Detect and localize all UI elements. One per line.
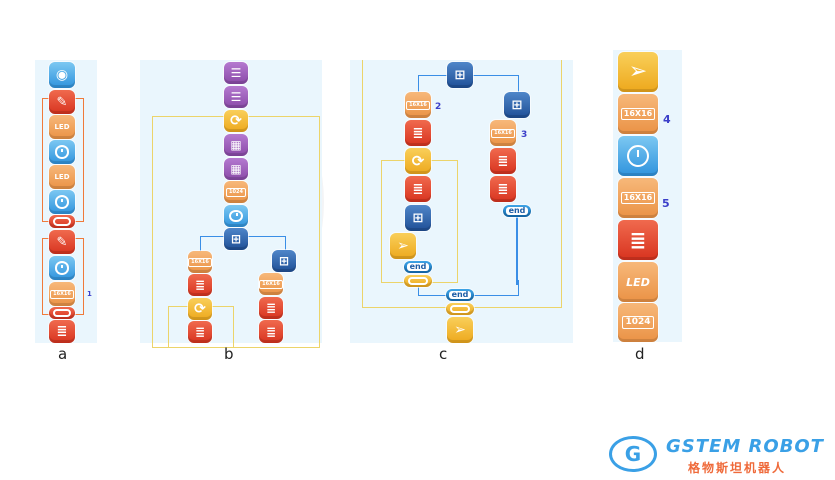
- matrix-block[interactable]: 16X16: [49, 282, 75, 306]
- note-block[interactable]: ✎: [49, 230, 75, 254]
- matrix-block[interactable]: 16X16: [188, 251, 212, 273]
- function-block[interactable]: ≣: [490, 176, 516, 202]
- send-block[interactable]: ➢: [390, 233, 416, 259]
- step-number: 1: [87, 290, 92, 298]
- function-block[interactable]: ≣: [405, 120, 431, 146]
- send-block[interactable]: ➢: [447, 317, 473, 343]
- caption-d: d: [635, 345, 645, 363]
- settings-block[interactable]: ☰: [224, 86, 248, 108]
- condition-block[interactable]: ⊞: [504, 92, 530, 118]
- delay-block[interactable]: [49, 190, 75, 214]
- led-block[interactable]: LED: [618, 262, 658, 302]
- caption-c: c: [439, 345, 448, 363]
- loop-block[interactable]: ⟳: [405, 148, 431, 174]
- delay-block[interactable]: [49, 140, 75, 164]
- end-block[interactable]: end: [404, 261, 432, 273]
- number-display-block[interactable]: 1024: [224, 181, 248, 203]
- function-block[interactable]: ≣: [188, 321, 212, 343]
- matrix-icon: 16X16: [188, 257, 212, 267]
- delay-block[interactable]: [49, 256, 75, 280]
- loop-end-block[interactable]: [49, 307, 75, 319]
- delay-block[interactable]: [224, 205, 248, 227]
- loop-end-block[interactable]: [446, 303, 474, 315]
- function-block[interactable]: ≣: [259, 297, 283, 319]
- settings-block[interactable]: ☰: [224, 62, 248, 84]
- step-number: 5: [662, 197, 670, 210]
- note-block[interactable]: ✎: [49, 90, 75, 114]
- matrix-icon: 16X16: [620, 108, 656, 120]
- loop-end-icon: [52, 217, 72, 226]
- step-number: 4: [663, 113, 671, 126]
- clock-icon: [54, 195, 70, 209]
- logo-title: GSTEM ROBOT: [666, 436, 824, 457]
- caption-a: a: [58, 345, 68, 363]
- matrix-block[interactable]: 16X16: [618, 94, 658, 134]
- loop-end-block[interactable]: [404, 275, 432, 287]
- matrix-icon: 16X16: [406, 100, 430, 110]
- led-block[interactable]: LED: [49, 115, 75, 139]
- step-number: 2: [435, 102, 442, 112]
- step-number: 3: [521, 130, 528, 140]
- delay-block[interactable]: [618, 136, 658, 176]
- matrix-block[interactable]: 16X16: [618, 178, 658, 218]
- function-block[interactable]: ≣: [490, 148, 516, 174]
- loop-end-icon: [450, 304, 470, 314]
- matrix-block[interactable]: 16X16: [490, 120, 516, 146]
- clock-icon: [54, 261, 70, 275]
- matrix-block[interactable]: 16X16: [259, 273, 283, 295]
- loop-block[interactable]: ⟳: [224, 110, 248, 132]
- matrix-icon: 16X16: [491, 128, 515, 138]
- matrix-icon: 16X16: [620, 192, 656, 204]
- condition-block[interactable]: ⊞: [447, 62, 473, 88]
- condition-block[interactable]: ⊞: [272, 250, 296, 272]
- function-block[interactable]: ≣: [188, 274, 212, 296]
- loop-end-block[interactable]: [49, 215, 75, 228]
- condition-block[interactable]: ⊞: [224, 228, 248, 250]
- matrix-block[interactable]: 16X16: [405, 92, 431, 118]
- end-label: end: [448, 291, 472, 299]
- function-block[interactable]: ≣: [259, 320, 283, 343]
- loop-end-icon: [52, 308, 72, 318]
- end-block[interactable]: end: [503, 205, 531, 217]
- clock-icon: [627, 145, 649, 167]
- matrix-icon: 16X16: [259, 279, 283, 289]
- loop-end-icon: [408, 276, 428, 286]
- clock-icon: [229, 209, 243, 223]
- variable-block[interactable]: ▦: [224, 134, 248, 156]
- function-block[interactable]: ≣: [49, 320, 75, 343]
- function-block[interactable]: ≣: [618, 220, 658, 260]
- caption-b: b: [224, 345, 234, 363]
- gstem-robot-logo: G GSTEM ROBOT 格物斯坦机器人: [606, 434, 831, 476]
- end-label: end: [505, 207, 529, 215]
- end-label: end: [406, 263, 430, 271]
- end-block[interactable]: end: [446, 289, 474, 301]
- number-icon: 1024: [226, 187, 246, 197]
- robot-start-block[interactable]: ◉: [49, 62, 75, 88]
- branch-connector: [516, 215, 518, 285]
- number-icon: 1024: [622, 316, 654, 329]
- function-block[interactable]: ≣: [405, 176, 431, 202]
- matrix-icon: 16X16: [50, 289, 74, 299]
- number-display-block[interactable]: 1024: [618, 303, 658, 342]
- loop-block[interactable]: ⟳: [188, 298, 212, 320]
- variable-block[interactable]: ▦: [224, 158, 248, 180]
- condition-block[interactable]: ⊞: [405, 205, 431, 231]
- send-block[interactable]: ➢: [618, 52, 658, 92]
- led-block[interactable]: LED: [49, 165, 75, 189]
- clock-icon: [54, 145, 70, 159]
- logo-g-icon: G: [609, 436, 657, 472]
- logo-subtitle: 格物斯坦机器人: [688, 461, 787, 475]
